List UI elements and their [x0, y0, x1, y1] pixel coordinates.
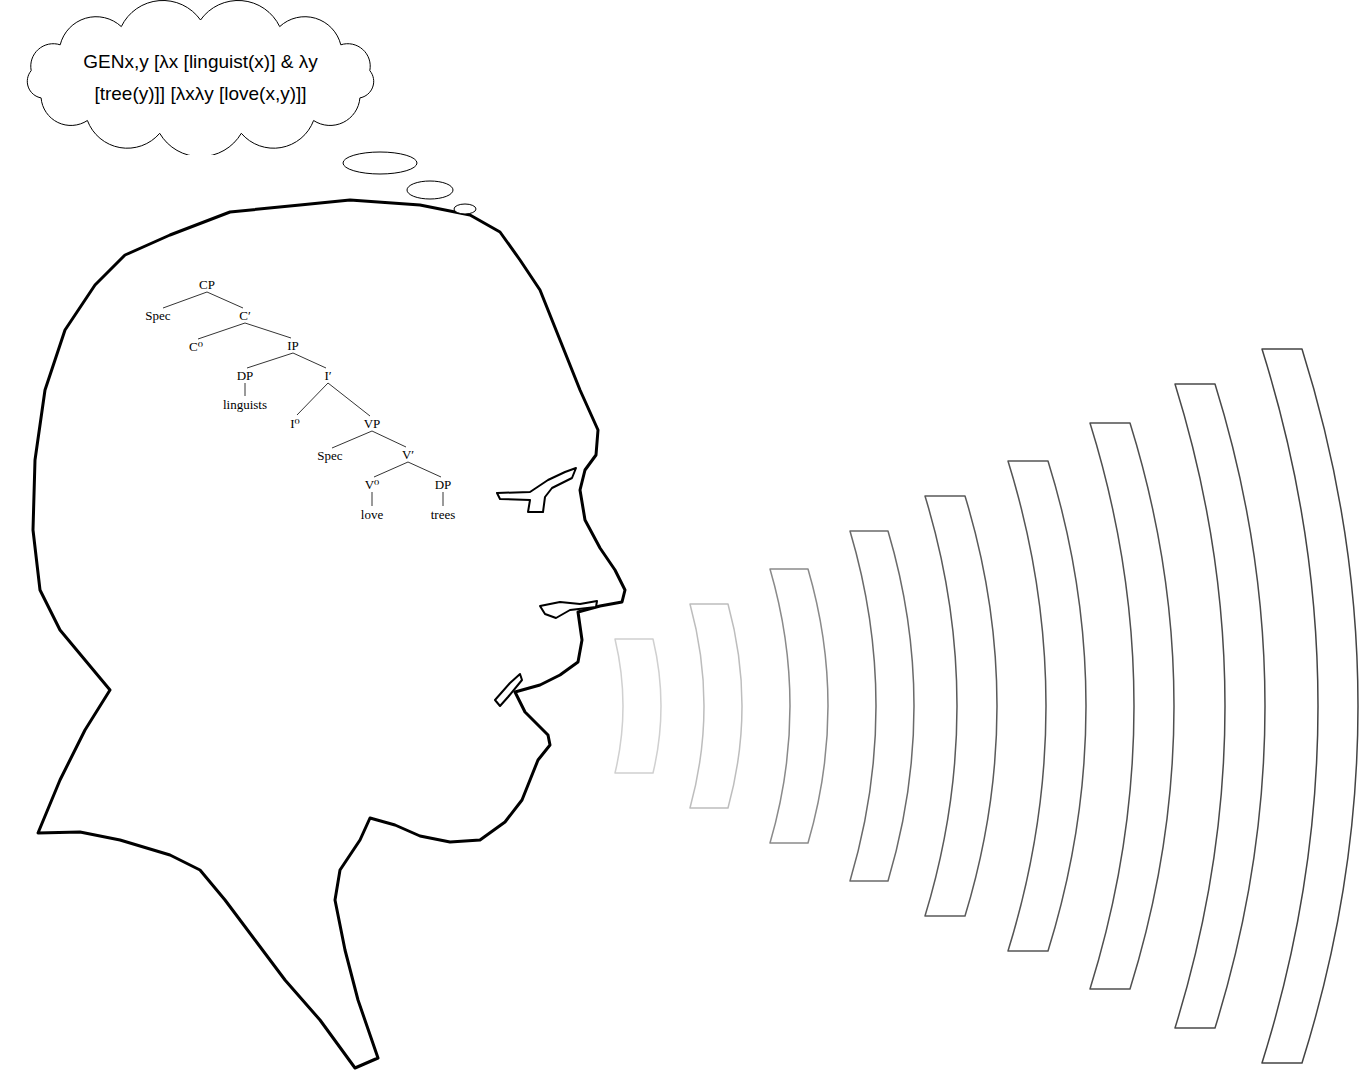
sound-wave: [770, 569, 828, 843]
sound-wave: [690, 604, 742, 808]
tree-node-label: C⁰: [189, 339, 203, 355]
tree-branch: [372, 492, 373, 506]
thought-bubble-dot: [407, 181, 453, 199]
sound-wave: [1090, 423, 1174, 989]
thought-bubble-dot: [343, 152, 417, 174]
tree-node-label: IP: [287, 338, 299, 354]
tree-branch: [293, 353, 326, 368]
tree-branch: [163, 292, 207, 308]
sound-wave: [925, 496, 997, 916]
tree-node-label: V′: [402, 447, 414, 463]
cloud-outline: [8, 0, 393, 155]
tree-branches: [163, 292, 443, 506]
sound-wave: [1008, 461, 1086, 951]
sound-wave: [850, 531, 914, 881]
tree-branch: [332, 431, 372, 448]
tree-node-label: I′: [324, 368, 331, 384]
tree-node-label: C′: [239, 308, 251, 324]
tree-node-label: Spec: [317, 448, 342, 464]
tree-node-label: DP: [435, 477, 452, 493]
cloud-shape: [27, 0, 373, 155]
formula-text: GENx,y [λx [linguist(x)] & λy [tree(y)]]…: [63, 46, 338, 110]
eye-mark: [497, 468, 576, 512]
tree-branch: [198, 323, 245, 339]
thought-bubble-dot: [454, 204, 476, 214]
tree-branch: [245, 383, 246, 396]
tree-branch: [374, 462, 408, 477]
tree-node-label: love: [361, 507, 383, 523]
tree-node-label: V⁰: [365, 477, 380, 493]
tree-branch: [245, 323, 291, 338]
tree-branch: [372, 431, 406, 447]
sound-waves: [615, 349, 1358, 1063]
tree-branch: [297, 383, 328, 415]
nose-mark: [540, 601, 597, 618]
thought-cloud: GENx,y [λx [linguist(x)] & λy [tree(y)]]…: [8, 0, 393, 155]
sound-wave: [1262, 349, 1358, 1063]
tree-node-label: CP: [199, 277, 215, 293]
tree-node-label: Spec: [145, 308, 170, 324]
tree-node-label: trees: [431, 507, 456, 523]
tree-node-label: I⁰: [290, 416, 300, 432]
tree-node-label: VP: [364, 416, 381, 432]
sound-wave: [615, 639, 661, 773]
tree-node-label: DP: [237, 368, 254, 384]
sound-wave: [1175, 384, 1265, 1028]
lip-mark: [495, 674, 522, 706]
tree-node-label: linguists: [223, 397, 267, 413]
tree-branch: [207, 292, 243, 308]
tree-branch: [443, 492, 444, 506]
tree-branch: [247, 353, 293, 368]
head-silhouette: [33, 200, 625, 1068]
tree-branch: [408, 462, 441, 477]
tree-branch: [328, 383, 370, 416]
